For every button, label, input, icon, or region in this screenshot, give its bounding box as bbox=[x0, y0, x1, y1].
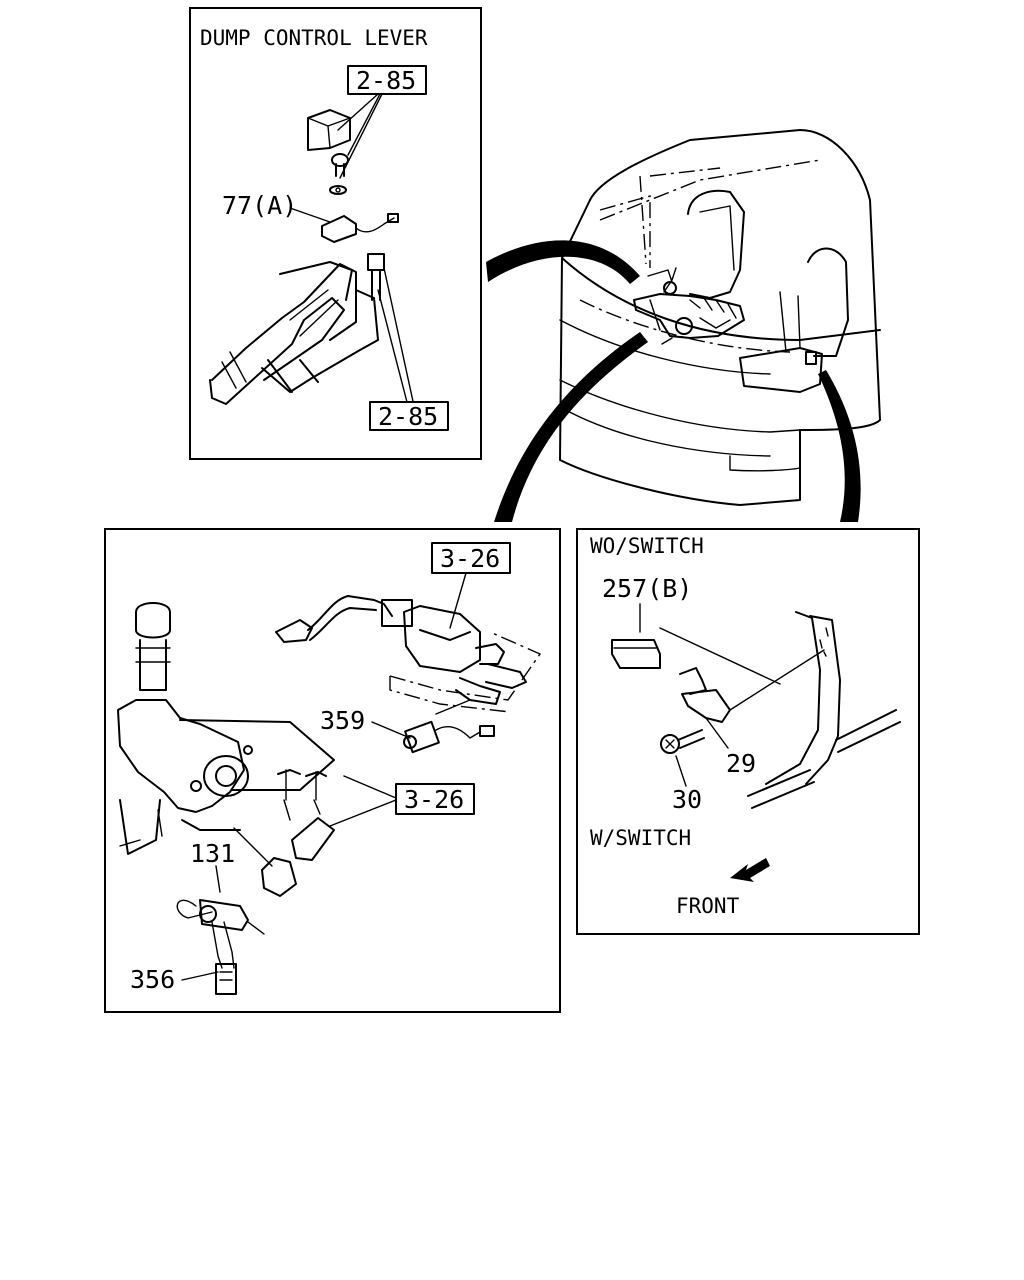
callout-131: 131 bbox=[190, 839, 235, 868]
callout-356: 356 bbox=[130, 965, 175, 994]
seat-frame-icon bbox=[747, 611, 901, 809]
pressure-switch-359-icon bbox=[403, 699, 495, 754]
bolt-icon bbox=[367, 253, 385, 301]
svg-text:3-26: 3-26 bbox=[440, 544, 500, 573]
svg-text:3-26: 3-26 bbox=[404, 785, 464, 814]
seat-switch-panel: WO/SWITCH 257(B) 29 bbox=[576, 528, 920, 935]
callout-77a: 77(A) bbox=[222, 191, 297, 220]
cover-257b-icon bbox=[611, 639, 661, 669]
ref-2-85-top[interactable]: 2-85 bbox=[347, 65, 427, 95]
svg-text:2-85: 2-85 bbox=[378, 402, 438, 431]
connector-356-icon bbox=[215, 963, 237, 995]
hydraulic-switch-frame bbox=[104, 528, 561, 1013]
sensor-plug-icon bbox=[233, 817, 335, 897]
callout-359: 359 bbox=[320, 706, 365, 735]
bracket-29-icon bbox=[679, 667, 731, 749]
dump-control-lever-panel: DUMP CONTROL LEVER 2-85 77(A) bbox=[189, 7, 482, 460]
front-label: FRONT bbox=[676, 894, 740, 918]
harness-switch-131-icon bbox=[176, 899, 265, 969]
leader-sweep-to-switch bbox=[494, 332, 648, 522]
leader-sweep-to-lever bbox=[486, 240, 640, 284]
screw-icon bbox=[329, 153, 349, 195]
front-arrow-icon bbox=[730, 858, 770, 882]
valve-assembly-icon bbox=[275, 595, 542, 713]
lever-switch-icon bbox=[321, 213, 399, 243]
dump-control-lever-frame bbox=[189, 7, 482, 460]
ref-3-26-top[interactable]: 3-26 bbox=[431, 542, 511, 574]
w-switch-label: W/SWITCH bbox=[590, 826, 691, 850]
screw-30-icon bbox=[660, 729, 705, 754]
leader-sweep-to-seat-switch bbox=[818, 370, 861, 522]
ref-3-26-bottom[interactable]: 3-26 bbox=[395, 783, 475, 815]
wo-switch-label: WO/SWITCH bbox=[590, 534, 704, 558]
callout-257b: 257(B) bbox=[602, 574, 692, 603]
dump-control-lever-title: DUMP CONTROL LEVER bbox=[200, 26, 428, 50]
seat-switch-frame bbox=[576, 528, 920, 935]
dump-lever-arm-icon bbox=[209, 261, 379, 405]
callout-29: 29 bbox=[726, 749, 756, 778]
callout-30: 30 bbox=[672, 785, 702, 814]
svg-text:2-85: 2-85 bbox=[356, 66, 416, 95]
lever-knob-cover-icon bbox=[307, 109, 351, 151]
ref-2-85-bottom[interactable]: 2-85 bbox=[369, 401, 449, 431]
main-switch-body-icon bbox=[117, 602, 335, 855]
hydraulic-switch-panel: 3-26 359 bbox=[104, 528, 561, 1013]
cab-overview-illustration bbox=[559, 129, 881, 506]
